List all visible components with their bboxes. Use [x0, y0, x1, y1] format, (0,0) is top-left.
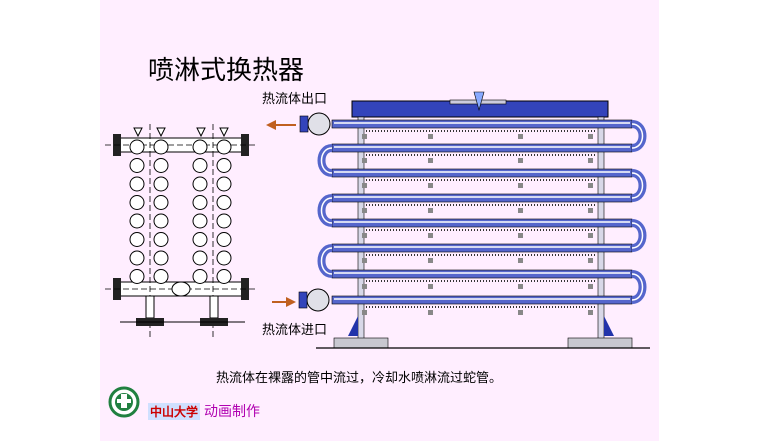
- diagram-title: 喷淋式换热器: [148, 56, 305, 86]
- inlet-label: 热流体进口: [262, 323, 328, 338]
- outlet-label: 热流体出口: [262, 92, 328, 107]
- caption-text: 热流体在裸露的管中流过，冷却水喷淋流过蛇管。: [216, 371, 503, 386]
- credit-text: 动画制作: [204, 404, 260, 420]
- university-name: 中山大学: [148, 403, 201, 420]
